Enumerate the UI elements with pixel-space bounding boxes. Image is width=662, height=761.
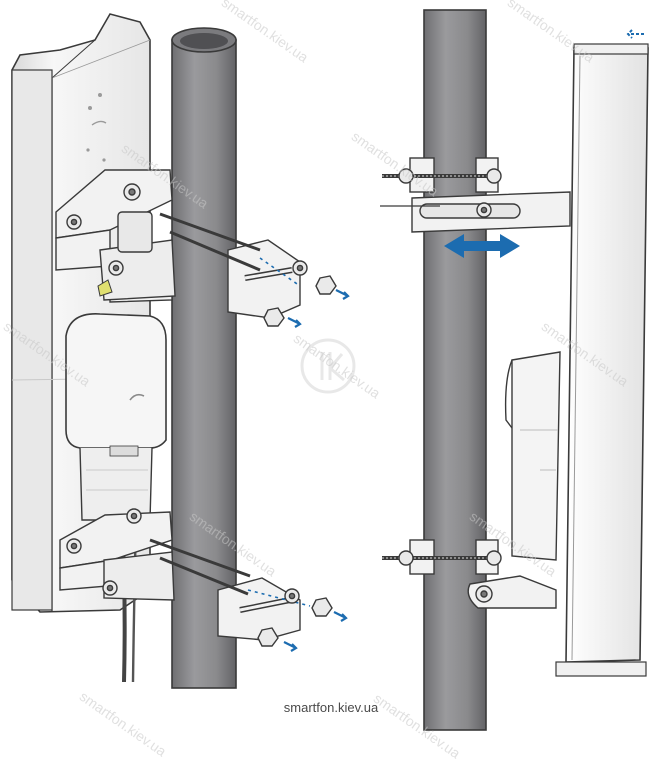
sector-antenna-side (504, 43, 649, 677)
nut-icon (66, 183, 337, 327)
upper-bracket (55, 169, 301, 319)
antenna-mounting-diagram (11, 9, 649, 731)
bolt-icon (159, 212, 301, 287)
watermark-logo-icon (300, 338, 356, 394)
front-view (11, 13, 350, 689)
direction-arrow-icon (335, 289, 350, 300)
nut-icon (66, 508, 333, 647)
bolt-icon (149, 538, 311, 607)
caption: smartfon.kiev.ua (283, 700, 379, 715)
side-view (380, 9, 649, 731)
nut-icon (398, 550, 502, 603)
pole-front (171, 27, 237, 689)
logo-icon (86, 93, 107, 162)
radio-unit (65, 313, 167, 521)
direction-arrow-icon (626, 29, 644, 39)
double-arrow-icon (444, 234, 520, 258)
pole-side (423, 9, 487, 731)
nut-icon (398, 168, 502, 218)
